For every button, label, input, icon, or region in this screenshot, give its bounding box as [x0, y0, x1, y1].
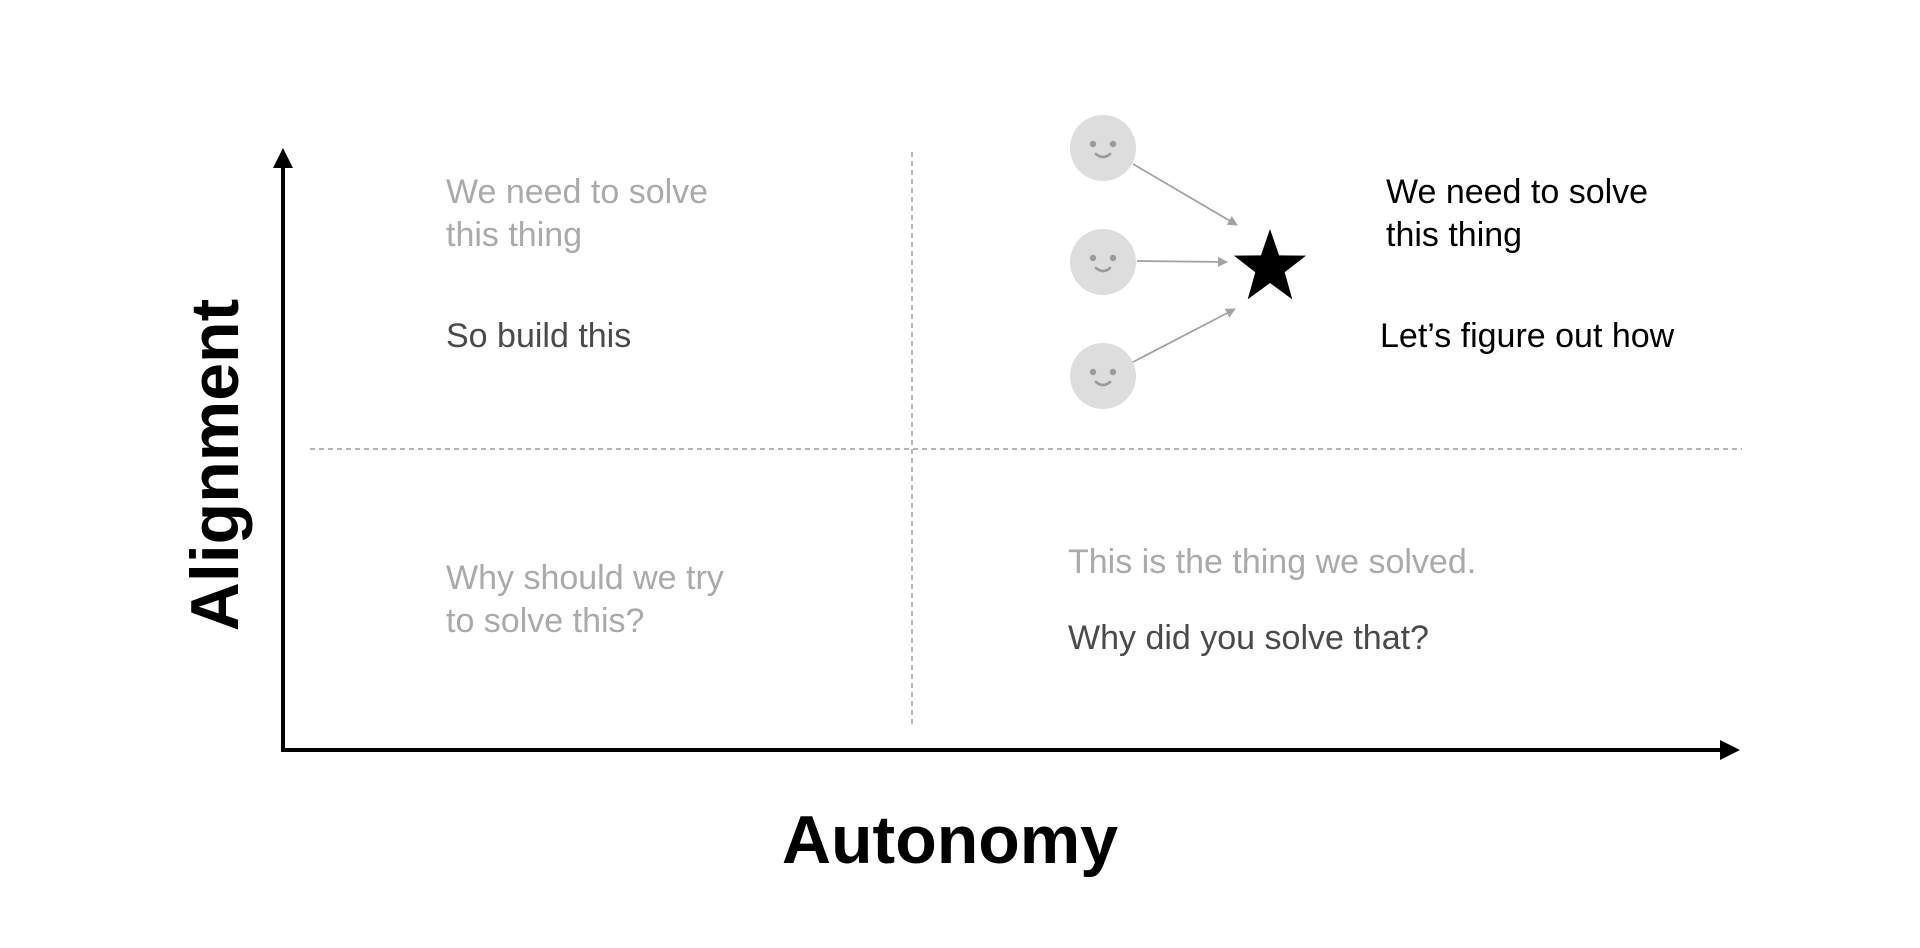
smiley-face-icon [1070, 343, 1136, 409]
y-axis-title: Alignment [177, 298, 253, 632]
x-axis-arrowhead [1720, 740, 1740, 760]
bottom-right-statement: This is the thing we solved. [1068, 543, 1477, 581]
bottom-left-message-line-2: to solve this? [446, 602, 645, 640]
team-member-3 [1070, 343, 1136, 409]
top-left-problem-line-2: this thing [446, 216, 583, 254]
bottom-right-message: Why did you solve that? [1068, 619, 1429, 657]
bottom-left-message-line-1: Why should we try [446, 559, 724, 597]
star-icon [1233, 229, 1307, 300]
top-left-message: So build this [446, 317, 632, 355]
x-axis-title: Autonomy [781, 802, 1119, 878]
smiley-face-icon [1070, 229, 1136, 295]
top-right-problem-line-1: We need to solve [1386, 173, 1649, 211]
arrow-member-1-to-goal [1132, 163, 1238, 226]
team-member-1 [1070, 115, 1136, 181]
smiley-face-icon [1070, 115, 1136, 181]
top-left-problem-line-1: We need to solve [446, 173, 709, 211]
arrow-member-2-to-goal [1136, 256, 1228, 267]
y-axis-arrowhead [273, 148, 293, 168]
top-right-problem-line-2: this thing [1386, 216, 1523, 254]
top-right-message: Let’s figure out how [1380, 317, 1675, 355]
team-member-2 [1070, 229, 1136, 295]
arrow-member-3-to-goal [1132, 308, 1236, 363]
